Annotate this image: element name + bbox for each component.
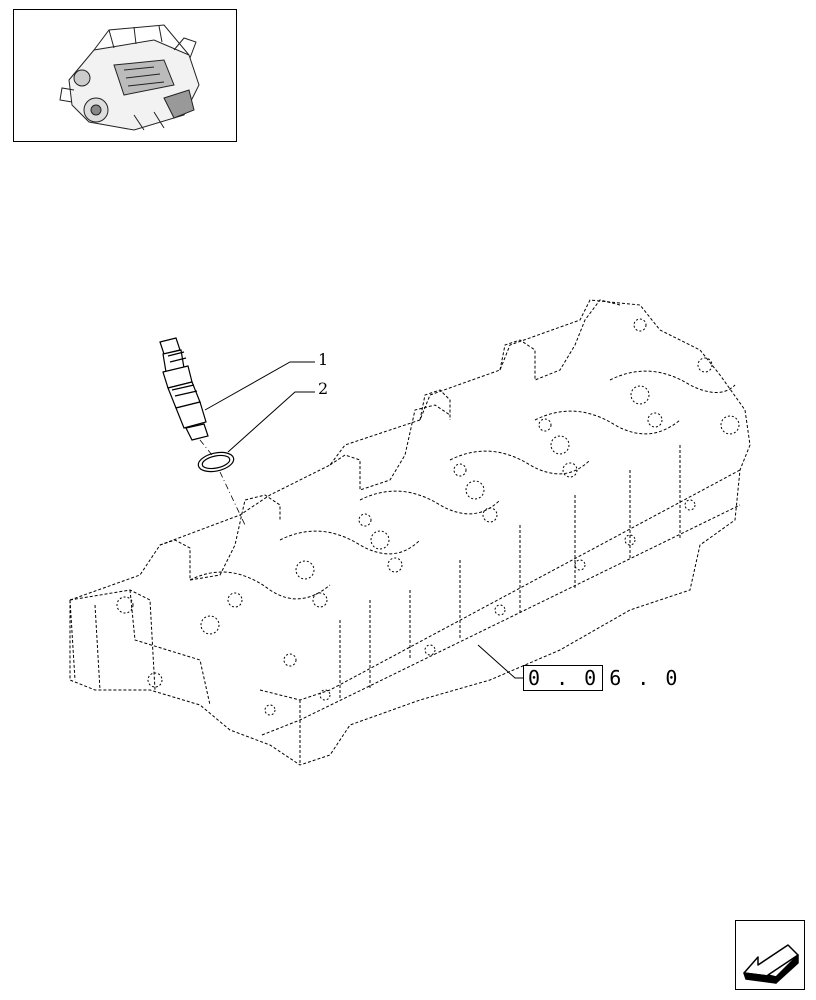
callout-2[interactable]: 2	[318, 379, 329, 398]
back-arrow-icon	[743, 944, 799, 984]
fuel-injector	[159, 337, 209, 441]
engine-overview-thumbnail[interactable]	[13, 9, 237, 142]
leader-lines	[204, 361, 523, 679]
section-reference-link[interactable]: 0 . 0 6 . 0	[523, 665, 679, 691]
section-reference-boxed: 0 . 0	[523, 665, 604, 691]
seal-ring	[197, 451, 235, 473]
engine-thumbnail-icon	[59, 24, 200, 131]
assembly-axis-line	[199, 439, 246, 526]
section-reference-tail: 6 . 0	[609, 666, 680, 690]
cylinder-head-outline	[69, 299, 751, 766]
port-holes	[116, 318, 740, 716]
back-navigation-button[interactable]	[735, 920, 805, 990]
callout-1[interactable]: 1	[318, 350, 329, 369]
